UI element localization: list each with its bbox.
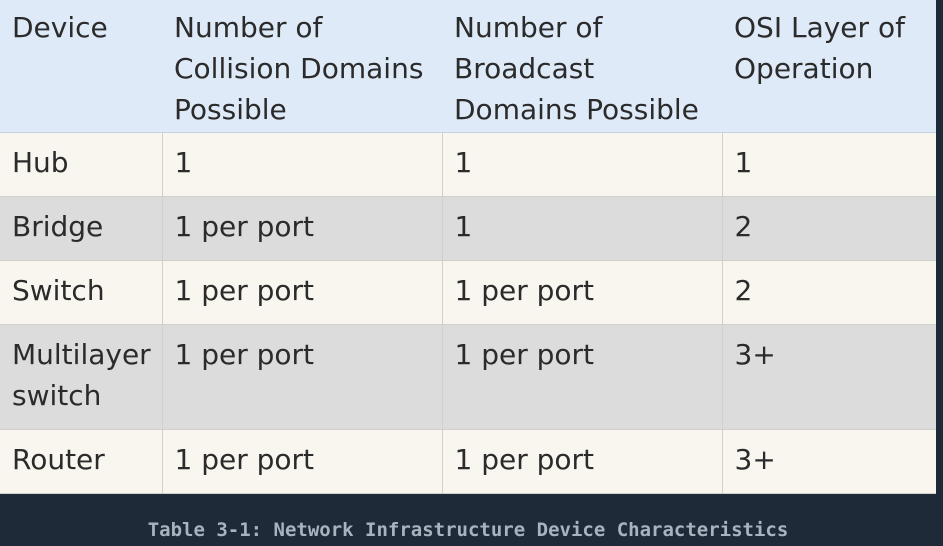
table-header-row: Device Number of Collision Domains Possi… — [0, 0, 936, 133]
cell-broadcast-domains: 1 per port — [441, 429, 722, 494]
table-row: Router 1 per port 1 per port 3+ — [0, 429, 936, 494]
device-characteristics-table: Device Number of Collision Domains Possi… — [0, 0, 936, 494]
cell-collision-domains: 1 per port — [161, 324, 442, 430]
cell-osi-layer: 1 — [721, 132, 936, 197]
header-collision-domains: Number of Collision Domains Possible — [162, 0, 442, 133]
cell-osi-layer: 2 — [721, 260, 936, 325]
table-row: Bridge 1 per port 1 2 — [0, 196, 936, 261]
cell-osi-layer: 3+ — [721, 324, 936, 430]
table-row: Switch 1 per port 1 per port 2 — [0, 260, 936, 325]
cell-device: Multilayer switch — [0, 324, 162, 430]
table-caption: Table 3-1: Network Infrastructure Device… — [147, 519, 789, 541]
cell-collision-domains: 1 per port — [161, 429, 442, 494]
header-broadcast-domains: Number of Broadcast Domains Possible — [442, 0, 722, 133]
header-device: Device — [0, 0, 162, 133]
cell-collision-domains: 1 per port — [161, 196, 442, 261]
table-row: Multilayer switch 1 per port 1 per port … — [0, 324, 936, 430]
cell-broadcast-domains: 1 — [441, 196, 722, 261]
cell-osi-layer: 2 — [721, 196, 936, 261]
cell-collision-domains: 1 — [161, 132, 442, 197]
cell-device: Hub — [0, 132, 162, 197]
cell-device: Switch — [0, 260, 162, 325]
cell-broadcast-domains: 1 per port — [441, 260, 722, 325]
scrollbar-track[interactable] — [936, 0, 943, 502]
cell-broadcast-domains: 1 per port — [441, 324, 722, 430]
table-row: Hub 1 1 1 — [0, 132, 936, 197]
cell-device: Router — [0, 429, 162, 494]
header-osi-layer: OSI Layer of Operation — [722, 0, 936, 133]
cell-osi-layer: 3+ — [721, 429, 936, 494]
cell-broadcast-domains: 1 — [441, 132, 722, 197]
cell-device: Bridge — [0, 196, 162, 261]
cell-collision-domains: 1 per port — [161, 260, 442, 325]
